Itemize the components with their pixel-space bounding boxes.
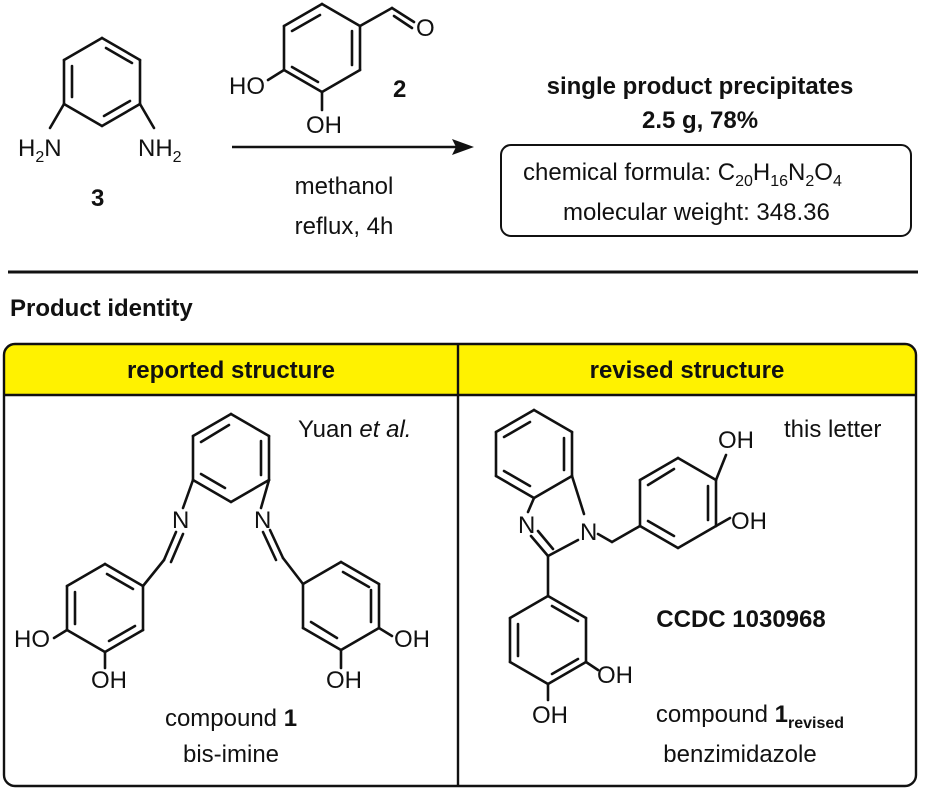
aldehyde-o-label: O: [416, 15, 435, 42]
reactant-2-oh-label: OH: [306, 112, 342, 139]
left-compound-type: bis-imine: [183, 741, 279, 768]
reaction-arrow: [232, 139, 474, 155]
result-headline: single product precipitates: [547, 73, 854, 100]
right-compound-caption: compound 1revised: [656, 701, 844, 732]
table-frame: [2, 342, 918, 788]
left-imine-n2: N: [254, 507, 271, 534]
header-band: [4, 344, 916, 395]
reported-structure-header: reported structure: [127, 357, 335, 384]
conditions-label: reflux, 4h: [295, 213, 394, 240]
right-imidazole-n1: N: [518, 512, 535, 539]
benzimidazole-structure: N N OH OH OH OH: [494, 408, 767, 729]
revised-structure-header: revised structure: [590, 357, 785, 384]
bis-imine-structure: N N HO OH OH OH: [14, 412, 430, 694]
reactant-3-structure: H2N NH2 3: [18, 36, 182, 212]
chemical-formula: chemical formula: C20H16N2O4: [523, 159, 842, 190]
compound-2-label: 2: [393, 76, 406, 103]
left-imine-n1: N: [172, 507, 189, 534]
compound-3-label: 3: [91, 185, 104, 212]
right-imidazole-n2: N: [580, 519, 597, 546]
amine-right-label: NH2: [138, 135, 182, 166]
reactant-2-ho-label: HO: [229, 73, 265, 100]
ccdc-number: CCDC 1030968: [656, 606, 825, 633]
reactant-2-structure: O HO OH 2: [229, 2, 435, 139]
section-title: Product identity: [10, 295, 193, 322]
right-oh-label-3: OH: [597, 662, 633, 689]
right-attribution: this letter: [784, 416, 881, 443]
right-oh-label-4: OH: [532, 702, 568, 729]
right-compound-type: benzimidazole: [663, 741, 816, 768]
right-oh-label-1: OH: [718, 427, 754, 454]
left-attribution: Yuan et al.: [298, 416, 411, 443]
right-oh-label-2: OH: [731, 508, 767, 535]
result-box: [500, 144, 912, 237]
molecular-weight: molecular weight: 348.36: [563, 199, 830, 226]
left-oh-label-2: OH: [394, 626, 430, 653]
solvent-label: methanol: [295, 173, 394, 200]
left-oh-label-3: OH: [326, 667, 362, 694]
comparison-table: [2, 342, 918, 788]
left-oh-label-1: OH: [91, 667, 127, 694]
result-yield: 2.5 g, 78%: [642, 107, 758, 134]
left-compound-caption: compound 1: [165, 705, 297, 732]
amine-left-label: H2N: [18, 135, 62, 166]
left-ho-label: HO: [14, 626, 50, 653]
